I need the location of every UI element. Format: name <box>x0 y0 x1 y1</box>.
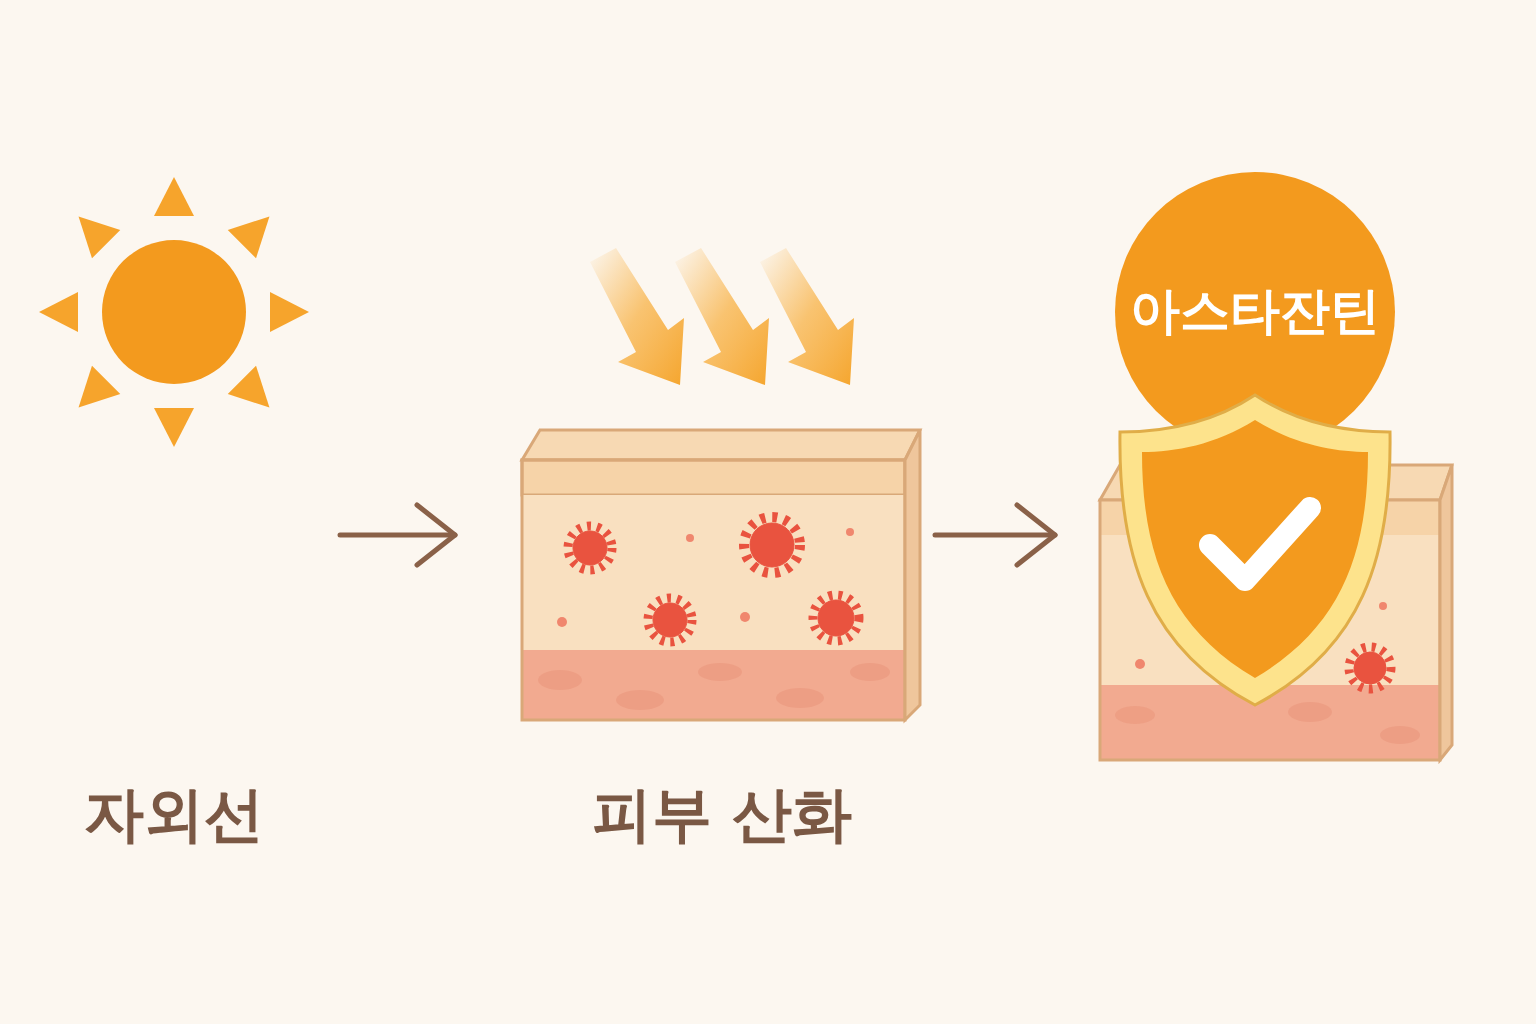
skin-node: 피부 산화 <box>455 240 935 860</box>
stage-label: 피부 산화 <box>592 775 853 856</box>
oxidized-skin-illustration <box>455 240 935 860</box>
flow-arrow <box>935 505 1055 565</box>
protected-skin-illustration <box>1055 170 1455 770</box>
uv-rays <box>590 248 854 385</box>
flow-arrow <box>340 505 455 565</box>
astaxanthin-node: 아스타잔틴 <box>1055 170 1455 770</box>
sun-illustration <box>40 170 340 860</box>
free-radicals <box>568 517 859 642</box>
badge-text: 아스타잔틴 <box>1130 278 1380 345</box>
sun-node: 자외선 <box>40 170 340 860</box>
stage-label: 자외선 <box>84 775 264 856</box>
